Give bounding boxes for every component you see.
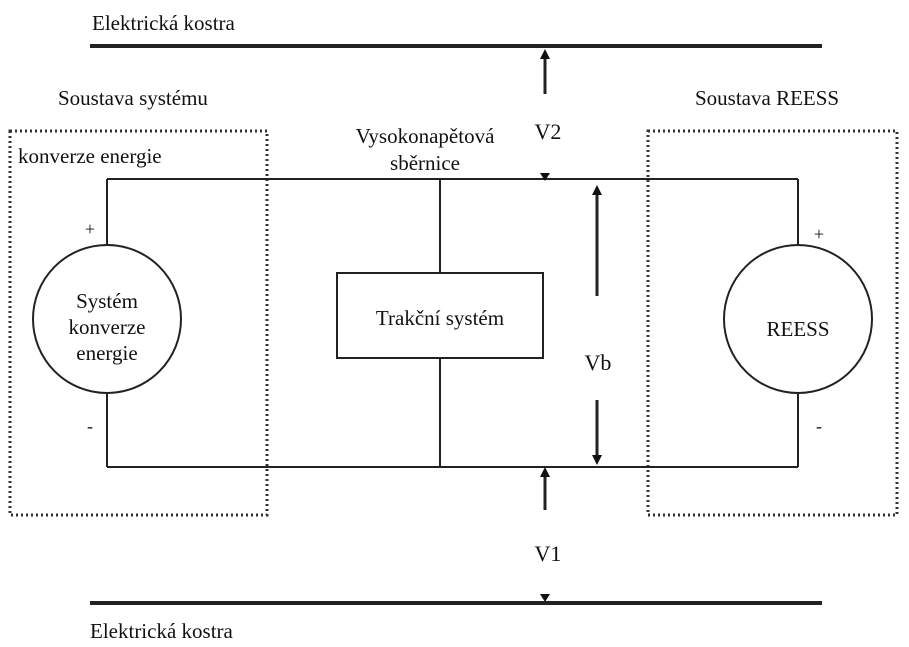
conversion-energy-label: konverze energie <box>18 144 162 168</box>
hv-bus-label-line2: sběrnice <box>390 151 460 175</box>
hv-bus-label-line1: Vysokonapětová <box>356 124 495 148</box>
v2-label: V2 <box>535 119 562 144</box>
left-plus-sign: + <box>85 219 95 239</box>
reess-assembly-label: Soustava REESS <box>695 86 839 110</box>
reess-assembly-box <box>646 129 899 517</box>
left-minus-sign: - <box>87 416 93 436</box>
system-assembly-label: Soustava systému <box>58 86 208 110</box>
v1-label: V1 <box>535 541 562 566</box>
chassis-bottom-label: Elektrická kostra <box>90 619 234 643</box>
energy-conversion-source-circle <box>32 244 182 394</box>
conv-source-label-line3: energie <box>76 341 137 365</box>
v2-rail-tick <box>540 173 550 181</box>
reess-label: REESS <box>766 317 829 341</box>
conv-source-label-line2: konverze <box>69 315 146 339</box>
right-plus-sign: + <box>814 224 824 244</box>
right-minus-sign: - <box>816 416 822 436</box>
conv-source-label-line1: Systém <box>76 289 138 313</box>
energy-conversion-assembly-box <box>8 129 269 517</box>
reess-source-circle <box>723 244 873 394</box>
traction-system-label: Trakční systém <box>376 306 504 330</box>
vb-label: Vb <box>585 350 612 375</box>
traction-system-box <box>336 272 544 359</box>
v1-chassis-tick <box>540 594 550 602</box>
chassis-top-label: Elektrická kostra <box>92 11 236 35</box>
